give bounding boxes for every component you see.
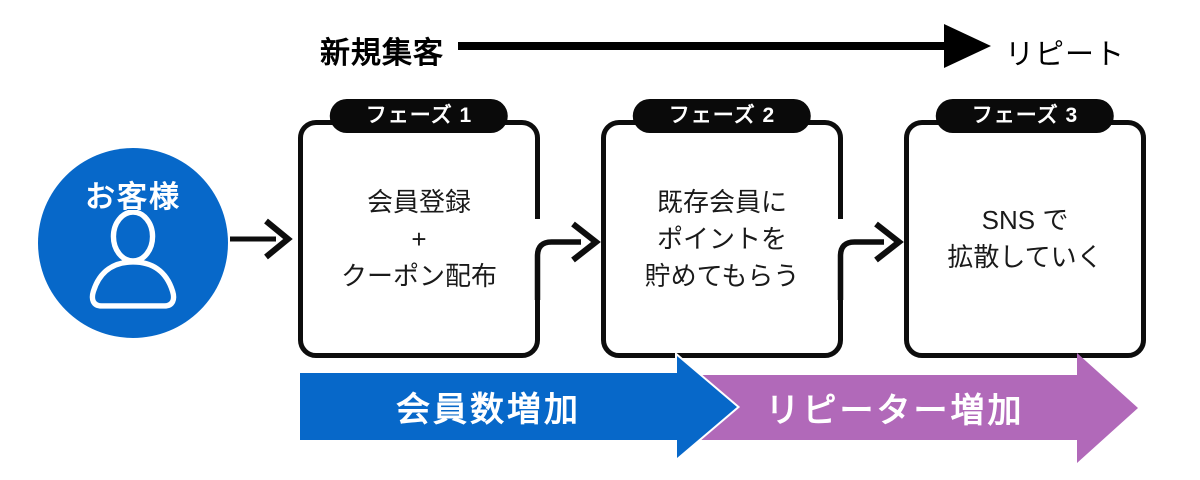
member-growth-label: 会員数増加 <box>396 391 581 429</box>
elbow-arrow-icon <box>533 219 601 300</box>
top-axis-start-label: 新規集客 <box>320 37 444 70</box>
phase-line: 会員登録 <box>366 186 471 217</box>
phase-badge-2: フェーズ 2 <box>632 99 812 133</box>
phase-line: + <box>411 223 427 254</box>
phase-card-2: 既存会員に ポイントを 貯めてもらう <box>601 120 843 358</box>
repeater-growth-arrow <box>690 353 1138 463</box>
elbow-arrow-icon <box>836 219 904 300</box>
customer-circle: お客様 <box>38 148 228 338</box>
phase-card-2-text: 既存会員に ポイントを 貯めてもらう <box>645 184 800 295</box>
phase-line: ポイントを <box>656 223 787 254</box>
top-axis-arrow-icon <box>458 24 991 68</box>
phase-line: 貯めてもらう <box>644 260 800 291</box>
phase-card-1: 会員登録 + クーポン配布 <box>298 120 540 358</box>
customer-label: お客様 <box>85 181 181 214</box>
repeater-growth-label: リピーター増加 <box>765 392 1025 430</box>
member-growth-arrow <box>298 351 741 463</box>
phase-line: クーポン配布 <box>340 260 497 291</box>
phase-card-1-text: 会員登録 + クーポン配布 <box>341 184 497 295</box>
growth-arrows <box>298 351 1138 463</box>
flow-arrow-icon <box>230 218 293 260</box>
phase-card-3-text: SNS で 拡散していく <box>947 202 1102 276</box>
phase-card-3: SNS で 拡散していく <box>904 120 1146 358</box>
top-axis-end-label: リピート <box>1005 39 1126 71</box>
phase-badge-3: フェーズ 3 <box>935 99 1115 133</box>
phase-line: 拡散していく <box>947 242 1103 272</box>
person-icon <box>89 210 177 309</box>
phase-line: SNS で <box>981 205 1069 235</box>
phase-line: 既存会員に <box>656 186 787 217</box>
phase-badge-1: フェーズ 1 <box>329 99 509 133</box>
